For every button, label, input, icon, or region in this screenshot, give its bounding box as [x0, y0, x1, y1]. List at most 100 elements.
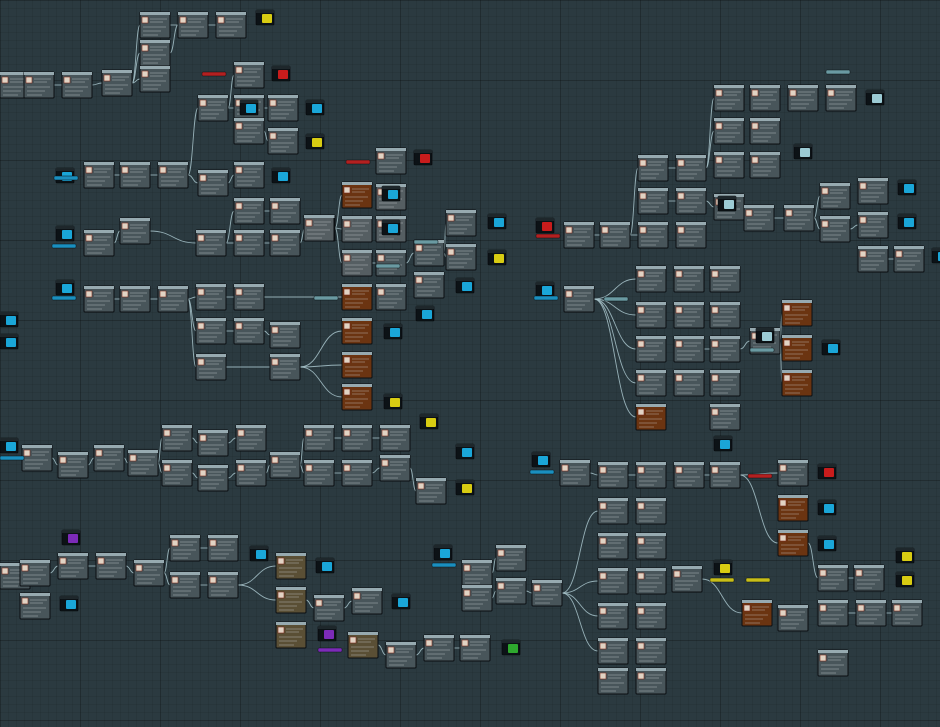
- output-pin-icon[interactable]: [249, 545, 269, 562]
- output-pin-icon[interactable]: [455, 479, 475, 496]
- graph-node[interactable]: [459, 634, 491, 662]
- parameter-pill[interactable]: [51, 243, 77, 249]
- graph-node[interactable]: [413, 271, 445, 299]
- graph-node[interactable]: [777, 529, 809, 557]
- output-pin-icon[interactable]: [821, 339, 841, 356]
- graph-node[interactable]: [161, 424, 193, 452]
- output-pin-icon[interactable]: [755, 327, 775, 344]
- parameter-pill[interactable]: [825, 69, 851, 75]
- graph-node[interactable]: [675, 154, 707, 182]
- graph-node[interactable]: [781, 299, 813, 327]
- graph-node[interactable]: [19, 592, 51, 620]
- output-pin-icon[interactable]: [0, 437, 19, 454]
- parameter-pill[interactable]: [529, 469, 555, 475]
- output-pin-icon[interactable]: [255, 9, 275, 26]
- graph-node[interactable]: [857, 245, 889, 273]
- graph-node[interactable]: [531, 579, 563, 607]
- graph-node[interactable]: [157, 285, 189, 313]
- output-pin-icon[interactable]: [381, 219, 401, 236]
- graph-node[interactable]: [597, 497, 629, 525]
- graph-node[interactable]: [161, 459, 193, 487]
- graph-node[interactable]: [341, 351, 373, 379]
- graph-node[interactable]: [119, 285, 151, 313]
- graph-node[interactable]: [825, 84, 857, 112]
- output-pin-icon[interactable]: [487, 249, 507, 266]
- graph-node[interactable]: [495, 544, 527, 572]
- graph-node[interactable]: [93, 444, 125, 472]
- graph-node[interactable]: [709, 403, 741, 431]
- graph-node[interactable]: [675, 187, 707, 215]
- graph-node[interactable]: [783, 204, 815, 232]
- output-pin-icon[interactable]: [817, 463, 837, 480]
- graph-node[interactable]: [891, 599, 923, 627]
- graph-node[interactable]: [781, 369, 813, 397]
- output-pin-icon[interactable]: [271, 65, 291, 82]
- graph-node[interactable]: [713, 151, 745, 179]
- output-pin-icon[interactable]: [55, 225, 75, 242]
- graph-node[interactable]: [741, 599, 773, 627]
- graph-node[interactable]: [857, 177, 889, 205]
- graph-node[interactable]: [709, 369, 741, 397]
- output-pin-icon[interactable]: [501, 639, 521, 656]
- graph-node[interactable]: [269, 197, 301, 225]
- graph-node[interactable]: [637, 187, 669, 215]
- graph-node[interactable]: [195, 353, 227, 381]
- output-pin-icon[interactable]: [897, 179, 917, 196]
- graph-node[interactable]: [341, 459, 373, 487]
- graph-node[interactable]: [233, 317, 265, 345]
- graph-node[interactable]: [379, 454, 411, 482]
- graph-node[interactable]: [635, 265, 667, 293]
- graph-node[interactable]: [233, 229, 265, 257]
- parameter-pill[interactable]: [0, 455, 25, 461]
- graph-node[interactable]: [303, 214, 335, 242]
- graph-node[interactable]: [341, 424, 373, 452]
- graph-node[interactable]: [233, 283, 265, 311]
- graph-node[interactable]: [21, 444, 53, 472]
- graph-node[interactable]: [195, 283, 227, 311]
- output-pin-icon[interactable]: [433, 544, 453, 561]
- graph-node[interactable]: [233, 117, 265, 145]
- graph-node[interactable]: [375, 249, 407, 277]
- graph-node[interactable]: [637, 154, 669, 182]
- output-pin-icon[interactable]: [59, 595, 79, 612]
- graph-node[interactable]: [119, 161, 151, 189]
- graph-node[interactable]: [195, 317, 227, 345]
- parameter-pill[interactable]: [747, 473, 773, 479]
- output-pin-icon[interactable]: [61, 529, 81, 546]
- graph-node[interactable]: [673, 335, 705, 363]
- graph-node[interactable]: [563, 221, 595, 249]
- graph-node[interactable]: [267, 94, 299, 122]
- output-pin-icon[interactable]: [383, 323, 403, 340]
- graph-node[interactable]: [133, 559, 165, 587]
- output-pin-icon[interactable]: [531, 451, 551, 468]
- graph-node[interactable]: [709, 265, 741, 293]
- graph-node[interactable]: [207, 534, 239, 562]
- graph-node[interactable]: [787, 84, 819, 112]
- graph-node[interactable]: [347, 631, 379, 659]
- parameter-pill[interactable]: [51, 295, 77, 301]
- output-pin-icon[interactable]: [317, 625, 337, 642]
- graph-node[interactable]: [635, 667, 667, 695]
- parameter-pill[interactable]: [53, 175, 79, 181]
- graph-node[interactable]: [207, 571, 239, 599]
- parameter-pill[interactable]: [317, 647, 343, 653]
- graph-node[interactable]: [197, 464, 229, 492]
- output-pin-icon[interactable]: [419, 413, 439, 430]
- parameter-pill[interactable]: [535, 233, 561, 239]
- graph-node[interactable]: [673, 369, 705, 397]
- graph-node[interactable]: [215, 11, 247, 39]
- graph-node[interactable]: [235, 459, 267, 487]
- parameter-pill[interactable]: [375, 263, 401, 269]
- output-pin-icon[interactable]: [383, 393, 403, 410]
- graph-node[interactable]: [385, 641, 417, 669]
- graph-node[interactable]: [743, 204, 775, 232]
- output-pin-icon[interactable]: [487, 213, 507, 230]
- graph-node[interactable]: [61, 71, 93, 99]
- graph-node[interactable]: [275, 586, 307, 614]
- graph-node[interactable]: [709, 301, 741, 329]
- graph-node[interactable]: [597, 532, 629, 560]
- graph-node[interactable]: [119, 217, 151, 245]
- graph-node[interactable]: [303, 424, 335, 452]
- graph-node[interactable]: [83, 161, 115, 189]
- graph-node[interactable]: [673, 301, 705, 329]
